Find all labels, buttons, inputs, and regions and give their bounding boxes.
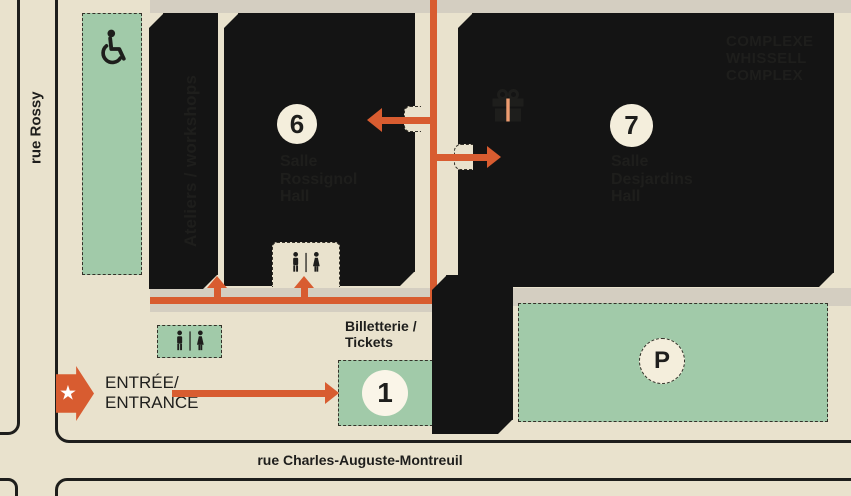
path-line-horizontal (150, 297, 436, 304)
restroom-icon-hall6 (293, 252, 320, 273)
arrow-into-hall7-head (487, 146, 501, 168)
wheelchair-icon (101, 29, 126, 65)
city-block-main (55, 0, 851, 443)
up-arrow-2-stem (301, 287, 308, 298)
city-block-northwest (0, 0, 20, 435)
street-label-rossy: rue Rossy (27, 91, 45, 164)
parking-badge: P (639, 338, 685, 384)
arrow-into-hall7-stem (437, 154, 487, 161)
path-line-vertical (430, 0, 437, 303)
city-block-south (55, 478, 851, 496)
ticket-number-badge: 1 (362, 370, 408, 416)
ground-shadow-right (446, 288, 851, 306)
up-arrow-1-head (207, 276, 227, 288)
complex-title: COMPLEXE WHISSELL COMPLEX (726, 33, 814, 84)
workshops-label: Ateliers / workshops (180, 74, 200, 247)
up-arrow-2-head (294, 276, 314, 288)
entrance-arrow-head (325, 382, 339, 404)
ground-shadow-top (150, 0, 851, 13)
building-annex (446, 275, 513, 420)
restroom-icon-standalone (177, 330, 204, 351)
arrow-into-hall6-stem (381, 117, 431, 124)
entrance-label: ENTRÉE/ ENTRANCE (105, 373, 199, 412)
up-arrow-1-stem (214, 287, 221, 298)
entrance-arrow-stem (172, 390, 325, 397)
hall-6-number-badge: 6 (277, 104, 317, 144)
gift-icon (492, 89, 524, 122)
street-label-montreuil: rue Charles-Auguste-Montreuil (257, 452, 463, 468)
city-block-southwest (0, 478, 18, 496)
hall-7-number-badge: 7 (610, 104, 653, 147)
star-icon: ★ (59, 382, 77, 404)
building-hall-7 (472, 13, 834, 273)
accessible-area (82, 13, 142, 275)
ticket-office-label: Billetterie / Tickets (345, 318, 417, 350)
building-hall-6 (238, 13, 415, 272)
building-workshops (163, 13, 218, 275)
hall-6-label: Salle Rossignol Hall (280, 153, 358, 205)
arrow-into-hall6-head (367, 108, 382, 132)
hall-7-label: Salle Desjardins Hall (611, 153, 693, 205)
